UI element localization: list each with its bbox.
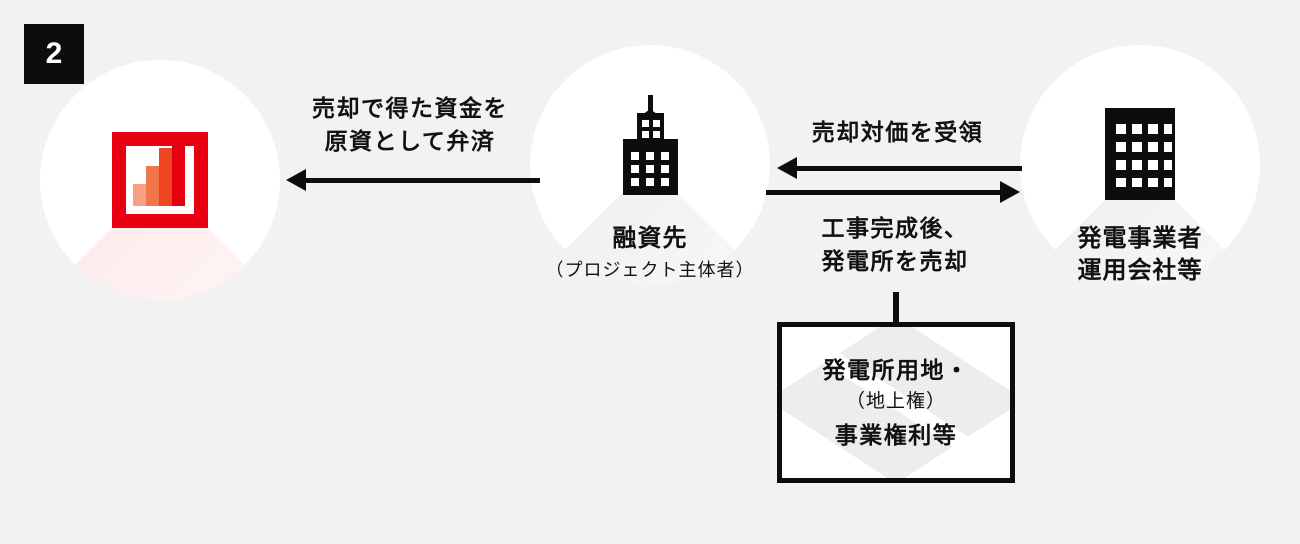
step-badge: 2 [24,24,84,84]
rights-box: 発電所用地・ （地上権） 事業権利等 [777,322,1015,483]
rights-box-connector [893,292,899,324]
edge-plant-sale-label-line2: 発電所を売却 [821,247,969,274]
node-operator: 発電事業者 運用会社等 [1020,45,1260,285]
node-borrower-title: 融資先 [612,225,688,252]
edge-sale-proceeds-line [796,166,1022,171]
edge-plant-sale-arrowhead-right-icon [1000,181,1020,203]
node-operator-title-line2: 運用会社等 [1077,256,1203,284]
chart-bar [133,184,146,206]
edge-sale-proceeds-label-line1: 売却対価を受領 [811,119,984,145]
node-operator-caption: 発電事業者 運用会社等 [980,223,1300,286]
step-badge-number: 2 [45,37,63,70]
node-operator-title-line1: 発電事業者 [1077,225,1203,252]
office-building-icon [1020,108,1260,200]
chart-bar [159,148,172,206]
edge-repayment-label: 売却で得た資金を 原資として弁済 [285,92,535,157]
node-borrower-caption: 融資先 （プロジェクト主体者） [490,223,810,284]
node-lender [40,60,280,300]
bar-chart-icon [40,132,280,228]
bar-chart-bars [133,132,185,206]
rights-box-line2: （地上権） [845,391,946,413]
rights-box-line1: 発電所用地・ [822,356,970,383]
chart-bar [172,132,185,206]
edge-sale-proceeds-arrowhead-left-icon [777,157,797,179]
edge-repayment-label-line1: 売却で得た資金を [312,95,508,121]
edge-plant-sale-label: 工事完成後、 発電所を売却 [770,212,1020,277]
edge-plant-sale-label-line1: 工事完成後、 [821,215,969,241]
edge-repayment-arrowhead-left-icon [286,169,306,191]
chart-bar [146,166,159,206]
skyscraper-icon [530,95,770,195]
edge-plant-sale-line [766,190,1002,195]
node-borrower: 融資先 （プロジェクト主体者） [530,45,770,285]
edge-repayment-label-line2: 原資として弁済 [324,127,496,154]
node-borrower-subtitle: （プロジェクト主体者） [545,259,755,280]
rights-box-line3: 事業権利等 [834,421,958,448]
edge-repayment-line [305,178,540,183]
edge-sale-proceeds-label: 売却対価を受領 [775,116,1020,149]
